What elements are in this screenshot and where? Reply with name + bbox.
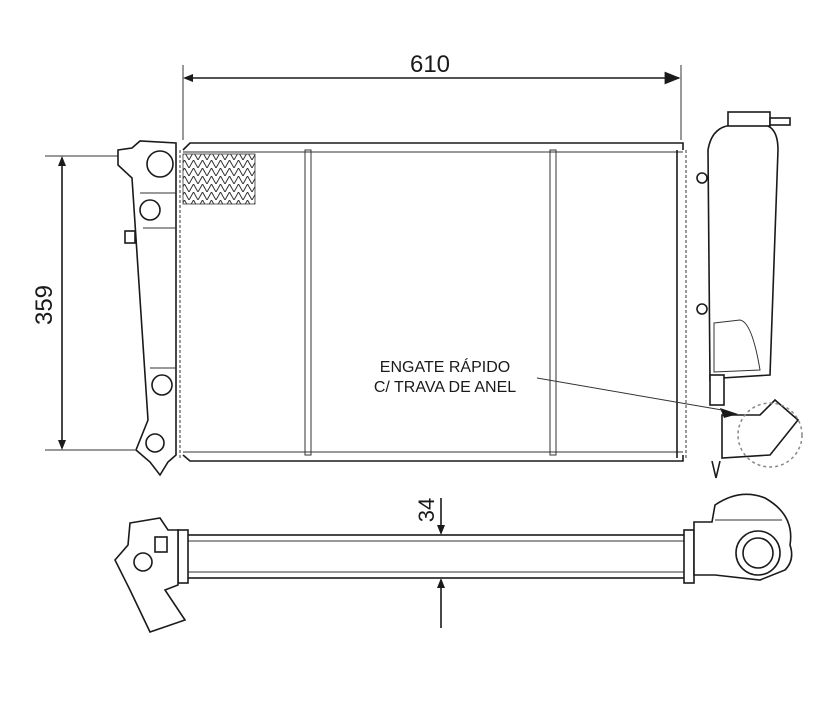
thickness-dimension: 34 (414, 498, 445, 628)
height-dimension: 359 (31, 155, 135, 451)
quick-coupling-callout: ENGATE RÁPIDO C/ TRAVA DE ANEL (374, 357, 723, 411)
callout-line1: ENGATE RÁPIDO (380, 357, 510, 376)
width-dimension: 610 (182, 51, 682, 140)
expansion-tank (696, 111, 803, 479)
radiator-core (179, 142, 687, 462)
left-tank (117, 140, 177, 477)
height-label: 359 (31, 285, 58, 325)
thickness-label: 34 (414, 498, 439, 522)
width-label: 610 (410, 51, 450, 78)
callout-line2: C/ TRAVA DE ANEL (374, 379, 516, 396)
side-view (114, 493, 793, 633)
